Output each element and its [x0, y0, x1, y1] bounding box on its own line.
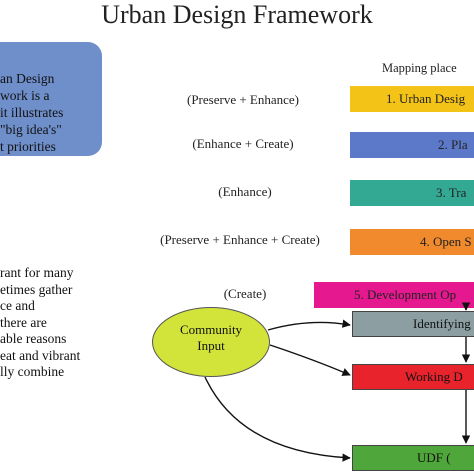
community-line: Input: [197, 338, 225, 353]
bar-open-space: 4. Open S: [350, 229, 474, 255]
intro-line: t priorities: [0, 139, 56, 154]
intro-box: [0, 42, 102, 156]
intro-text: an Design work is a it illustrates "big …: [0, 70, 63, 155]
paragraph-line: eat and vibrant: [0, 347, 81, 363]
intro-line: it illustrates: [0, 105, 64, 120]
arrow-community-to-identifying: [267, 319, 351, 331]
paragraph-line: rant for many: [0, 265, 74, 280]
arrow-community-to-working: [269, 344, 351, 376]
page-title: Urban Design Framework: [101, 0, 373, 29]
intro-line: an Design: [0, 71, 55, 86]
box-working-draft: Working D: [352, 364, 474, 390]
left-paragraph: rant for many etimes gather ce and there…: [0, 265, 80, 381]
strategy-label: (Preserve + Enhance): [187, 92, 299, 107]
mapping-header: Mapping place: [382, 61, 457, 75]
box-identifying: Identifying: [352, 311, 474, 337]
community-line: Community: [179, 322, 243, 337]
arrow-community-to-udf: [204, 376, 351, 462]
strategy-label: (Create): [223, 286, 267, 301]
intro-line: work is a: [0, 88, 50, 103]
bar-places: 2. Pla: [350, 132, 474, 158]
strategy-label: (Enhance + Create): [192, 136, 294, 151]
paragraph-line: lly combine: [0, 364, 65, 379]
box-udf: UDF (: [352, 445, 474, 471]
strategy-label: (Enhance): [218, 184, 272, 199]
paragraph-line: there are: [0, 314, 47, 330]
paragraph-line: etimes gather: [0, 281, 73, 297]
strategy-label: (Preserve + Enhance + Create): [160, 232, 320, 247]
paragraph-line: able reasons: [0, 331, 67, 346]
bar-transport: 3. Tra: [350, 180, 474, 206]
intro-line: "big idea's": [0, 122, 62, 137]
community-input-node: [152, 307, 270, 377]
bar-development: 5. Development Op: [314, 282, 474, 308]
bar-urban-design: 1. Urban Desig: [350, 86, 474, 112]
paragraph-line: ce and: [0, 298, 35, 313]
community-input-label: Community Input: [152, 322, 270, 354]
